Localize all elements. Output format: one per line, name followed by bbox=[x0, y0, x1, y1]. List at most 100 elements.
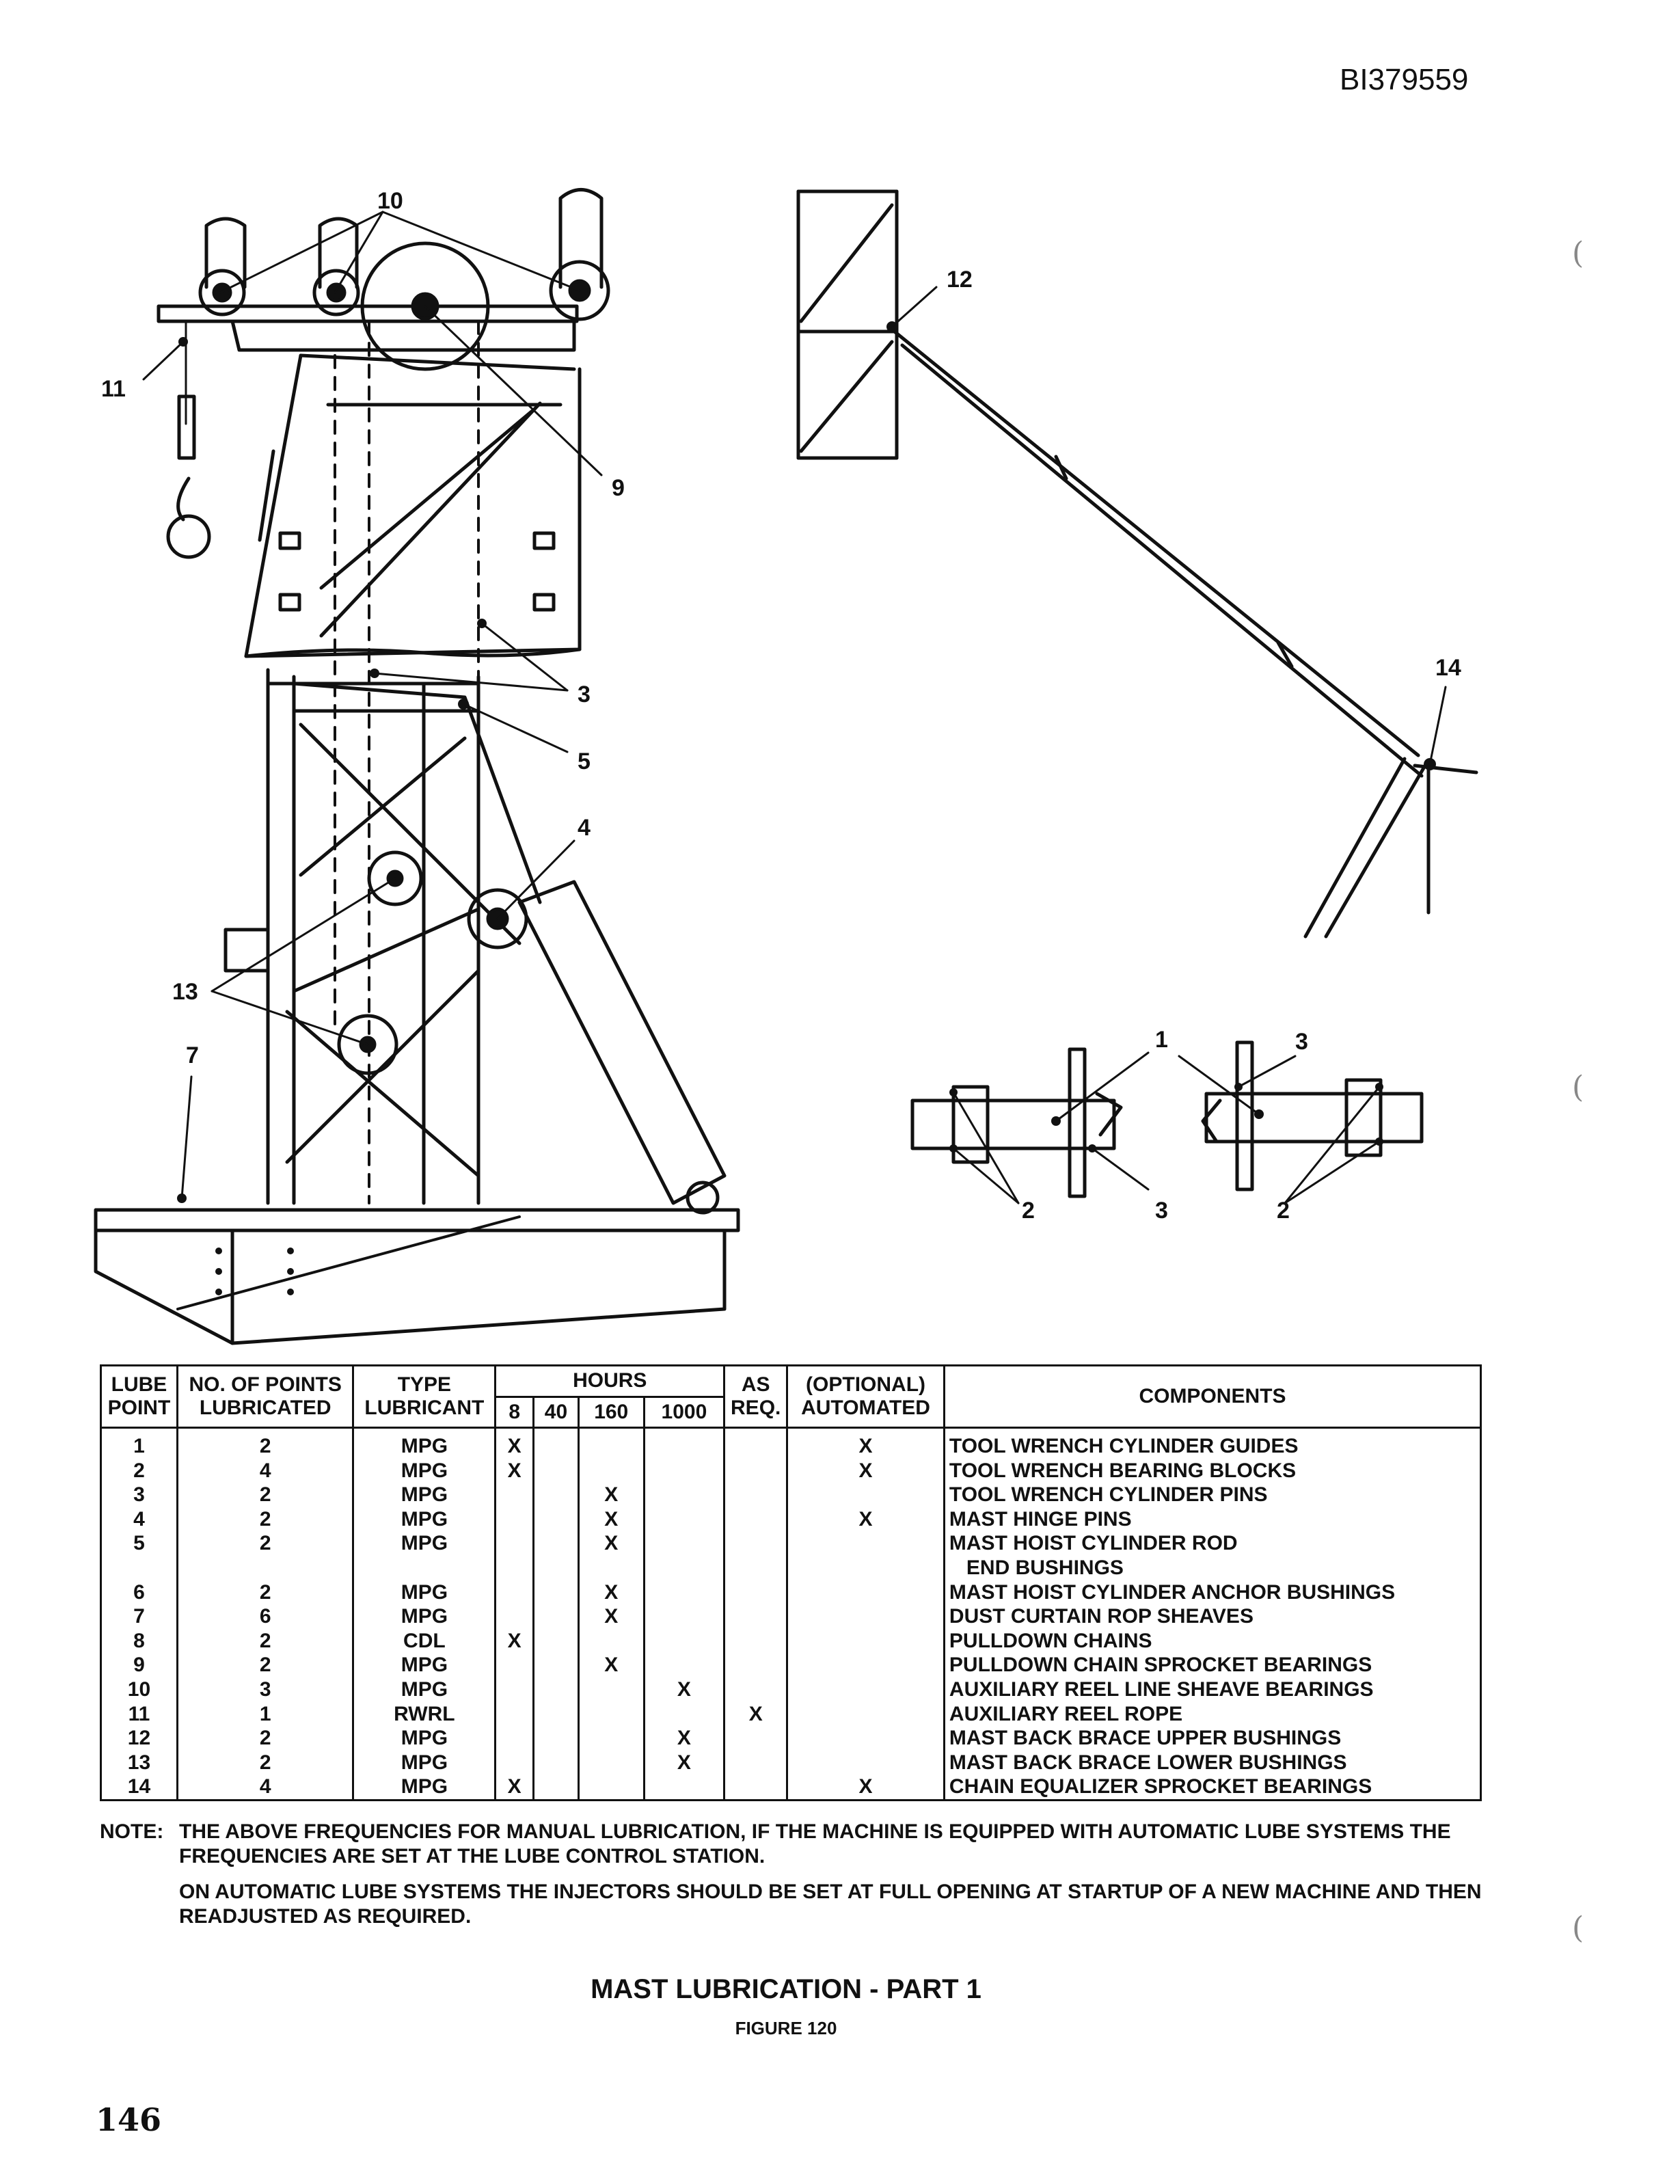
cell-point: 8 bbox=[100, 1628, 178, 1654]
cell-component: AUXILIARY REEL LINE SHEAVE BEARINGS bbox=[943, 1677, 1482, 1702]
cell-count: 6 bbox=[176, 1604, 355, 1629]
cell-point: 12 bbox=[100, 1726, 178, 1751]
cell-h8 bbox=[494, 1580, 535, 1605]
cell-h8: X bbox=[494, 1775, 535, 1801]
cell-component: CHAIN EQUALIZER SPROCKET BEARINGS bbox=[943, 1775, 1482, 1801]
cell-h40 bbox=[532, 1628, 580, 1654]
cell-asreq bbox=[723, 1507, 789, 1532]
cell-type: MPG bbox=[352, 1677, 497, 1702]
cell-point: 13 bbox=[100, 1750, 178, 1775]
header-hours: HOURS bbox=[494, 1364, 726, 1398]
cell-h8: X bbox=[494, 1458, 535, 1483]
cell-type: MPG bbox=[352, 1750, 497, 1775]
cell-component: MAST BACK BRACE UPPER BUSHINGS bbox=[943, 1726, 1482, 1751]
cell-auto bbox=[786, 1531, 945, 1556]
cell-h1000 bbox=[642, 1653, 726, 1677]
cell-auto: X bbox=[786, 1427, 945, 1459]
cell-asreq bbox=[723, 1531, 789, 1556]
cell-h1000 bbox=[642, 1628, 726, 1654]
cell-count: 2 bbox=[176, 1427, 355, 1459]
note-line-2: ON AUTOMATIC LUBE SYSTEMS THE INJECTORS … bbox=[179, 1880, 1482, 1928]
cell-h160 bbox=[577, 1726, 645, 1751]
cell-type: MPG bbox=[352, 1775, 497, 1801]
cell-h8 bbox=[494, 1507, 535, 1532]
cell-asreq bbox=[723, 1604, 789, 1629]
cell-h160 bbox=[577, 1701, 645, 1727]
figure-number: FIGURE 120 bbox=[735, 2018, 837, 2038]
cell-h160 bbox=[577, 1775, 645, 1801]
cell-point: 5 bbox=[100, 1531, 178, 1556]
cell-asreq bbox=[723, 1726, 789, 1751]
callout-1: 1 bbox=[1155, 1027, 1168, 1053]
cell-count: 2 bbox=[176, 1507, 355, 1532]
cell-auto bbox=[786, 1483, 945, 1507]
cell-h8 bbox=[494, 1750, 535, 1775]
cell-auto bbox=[786, 1653, 945, 1677]
callout-2-right: 2 bbox=[1277, 1198, 1290, 1224]
back-brace-drawing bbox=[796, 189, 1478, 939]
cell-component: TOOL WRENCH CYLINDER GUIDES bbox=[943, 1427, 1482, 1459]
cell-point: 10 bbox=[100, 1677, 178, 1702]
cell-h40 bbox=[532, 1701, 580, 1727]
cell-component: TOOL WRENCH CYLINDER PINS bbox=[943, 1483, 1482, 1507]
cell-type: CDL bbox=[352, 1628, 497, 1654]
cell-auto bbox=[786, 1604, 945, 1629]
cell-h40 bbox=[532, 1555, 580, 1580]
cell-h1000: X bbox=[642, 1677, 726, 1702]
cell-h160 bbox=[577, 1555, 645, 1580]
cell-asreq bbox=[723, 1653, 789, 1677]
callout-3-bottom: 3 bbox=[1155, 1198, 1168, 1224]
cell-h40 bbox=[532, 1604, 580, 1629]
cell-auto bbox=[786, 1555, 945, 1580]
note-line-1: THE ABOVE FREQUENCIES FOR MANUAL LUBRICA… bbox=[179, 1820, 1451, 1868]
cell-h160 bbox=[577, 1628, 645, 1654]
cell-asreq bbox=[723, 1458, 789, 1483]
cell-count: 2 bbox=[176, 1726, 355, 1751]
cell-h8 bbox=[494, 1726, 535, 1751]
cell-h160: X bbox=[577, 1653, 645, 1677]
cell-auto bbox=[786, 1701, 945, 1727]
cell-point: 7 bbox=[100, 1604, 178, 1629]
cell-component: PULLDOWN CHAIN SPROCKET BEARINGS bbox=[943, 1653, 1482, 1677]
cell-point bbox=[100, 1555, 178, 1580]
cell-count: 2 bbox=[176, 1750, 355, 1775]
cell-component: MAST BACK BRACE LOWER BUSHINGS bbox=[943, 1750, 1482, 1775]
cell-auto: X bbox=[786, 1775, 945, 1801]
cell-h1000 bbox=[642, 1555, 726, 1580]
cell-component: END BUSHINGS bbox=[943, 1555, 1482, 1580]
callout-4: 4 bbox=[578, 815, 591, 841]
cell-point: 1 bbox=[100, 1427, 178, 1459]
cell-h40 bbox=[532, 1483, 580, 1507]
cell-h1000 bbox=[642, 1483, 726, 1507]
cell-type: MPG bbox=[352, 1531, 497, 1556]
cell-point: 9 bbox=[100, 1653, 178, 1677]
cell-type: MPG bbox=[352, 1653, 497, 1677]
cell-type: MPG bbox=[352, 1580, 497, 1605]
cell-point: 2 bbox=[100, 1458, 178, 1483]
cell-h40 bbox=[532, 1726, 580, 1751]
callout-13: 14 bbox=[1435, 655, 1461, 681]
cell-type: MPG bbox=[352, 1458, 497, 1483]
header-optional-automated: (OPTIONAL)AUTOMATED bbox=[786, 1364, 945, 1429]
cell-count bbox=[176, 1555, 355, 1580]
callout-3-mast: 3 bbox=[578, 682, 591, 707]
cell-h40 bbox=[532, 1427, 580, 1459]
cell-h160: X bbox=[577, 1531, 645, 1556]
header-hours-160: 160 bbox=[577, 1395, 645, 1429]
cell-h8 bbox=[494, 1531, 535, 1556]
table-row: END BUSHINGS bbox=[100, 1555, 1482, 1580]
cell-h160: X bbox=[577, 1483, 645, 1507]
cell-h160: X bbox=[577, 1507, 645, 1532]
cell-h40 bbox=[532, 1458, 580, 1483]
cell-asreq bbox=[723, 1483, 789, 1507]
cell-auto: X bbox=[786, 1507, 945, 1532]
cell-component: DUST CURTAIN ROP SHEAVES bbox=[943, 1604, 1482, 1629]
crown-sheaves bbox=[198, 188, 610, 371]
